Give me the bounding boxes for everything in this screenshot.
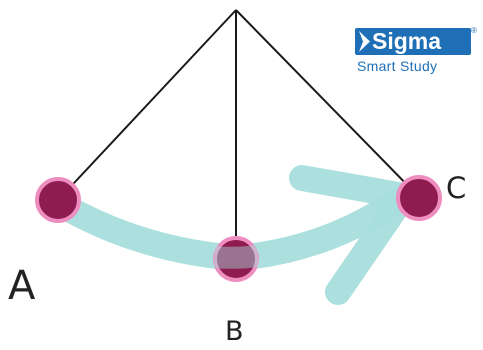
- logo-tagline: Smart Study: [357, 58, 438, 74]
- string-to-a: [59, 9, 237, 199]
- label-point-b: B: [225, 316, 244, 347]
- label-point-c: C: [446, 171, 467, 205]
- string-to-c: [235, 9, 419, 197]
- pendulum-strings: [59, 9, 419, 240]
- bob-a: [35, 177, 81, 223]
- logo-registered-mark: ®: [471, 26, 477, 35]
- swing-arrow-overlay: [213, 245, 260, 269]
- logo-brand-name: Sigma: [372, 28, 442, 54]
- bob-c: [396, 175, 442, 221]
- bob-b: [213, 236, 259, 282]
- pendulum-bobs: [35, 175, 442, 282]
- sigma-logo: Sigma ® Smart Study: [355, 26, 479, 80]
- logo-badge: Sigma ®: [355, 26, 477, 55]
- logo-background: [355, 28, 471, 55]
- label-point-a: A: [8, 263, 36, 309]
- logo-chevron-icon: [359, 31, 370, 52]
